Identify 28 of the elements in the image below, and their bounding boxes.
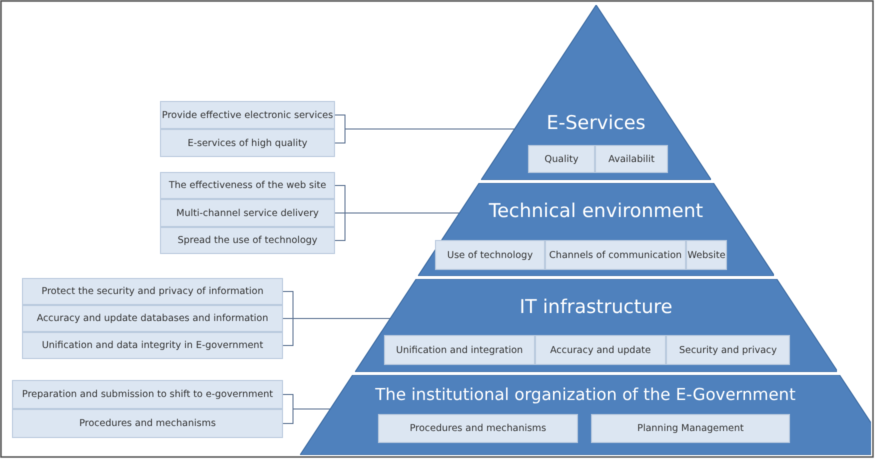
category-cell: Accuracy and update	[534, 335, 666, 365]
pyramid-layer	[300, 375, 871, 455]
goal-row: Preparation and submission to shift to e-government	[12, 380, 283, 409]
pyramid-layer	[418, 183, 774, 276]
goal-row: Multi-channel service delivery	[160, 199, 335, 227]
layer-title: IT infrastructure	[518, 296, 674, 318]
goal-row: The effectiveness of the web site	[160, 172, 335, 199]
goal-row: Protect the security and privacy of information	[22, 278, 283, 305]
goal-row: Accuracy and update databases and information	[22, 305, 283, 332]
goal-row: Procedures and mechanisms	[12, 409, 283, 438]
layer-title: Technical environment	[488, 200, 704, 222]
category-cell: Planning Management	[590, 414, 790, 443]
category-cell: Quality	[528, 145, 595, 173]
layer-title: The institutional organization of the E-Government	[374, 385, 797, 404]
category-cell: Use of technology	[434, 240, 545, 270]
category-cell: Unification and integration	[384, 335, 535, 365]
category-cell: Procedures and mechanisms	[378, 414, 578, 443]
category-cell: Channels of communication	[544, 240, 686, 270]
goal-row: E-services of high quality	[160, 129, 335, 157]
pyramid-layer	[480, 5, 712, 180]
pyramid-layer	[354, 279, 838, 372]
goal-row: Unification and data integrity in E-government	[22, 332, 283, 359]
category-cell: Availabilit	[594, 145, 668, 173]
goal-row: Provide effective electronic services	[160, 101, 335, 129]
goal-row: Spread the use of technology	[160, 227, 335, 254]
category-cell: Website	[686, 240, 727, 270]
category-cell: Security and privacy	[666, 335, 790, 365]
layer-title: E-Services	[546, 112, 646, 134]
